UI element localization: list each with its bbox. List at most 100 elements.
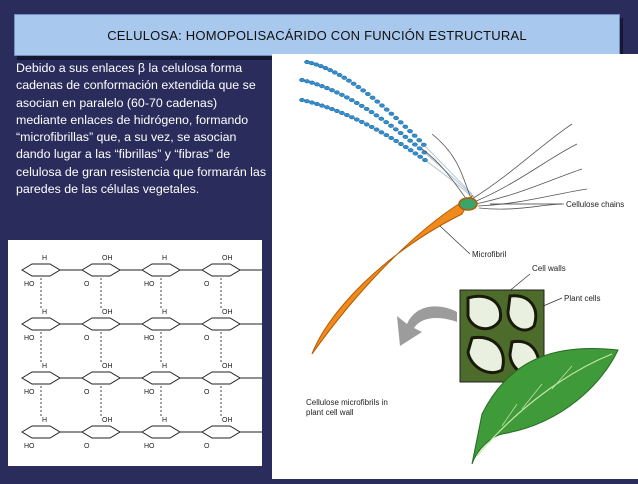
leaf-graphic: [471, 348, 619, 465]
chain-bead: [353, 100, 360, 105]
atom-label: OH: [102, 309, 113, 316]
chain-bead: [363, 122, 370, 127]
chain-bead: [412, 151, 419, 156]
glucose-ring: [21, 371, 61, 385]
atom-label: O: [204, 281, 210, 288]
label-cell-walls: Cell walls: [532, 264, 566, 273]
chain-bead: [392, 127, 399, 132]
atom-label: H: [42, 363, 47, 370]
chain-bead: [393, 115, 399, 121]
atom-label: O: [84, 335, 90, 342]
chain-bead: [373, 113, 380, 118]
atom-label: HO: [144, 443, 155, 450]
chain-bead: [314, 82, 320, 87]
chain-bead: [374, 99, 381, 104]
chain-bead: [341, 75, 348, 80]
atom-label: HO: [144, 281, 155, 288]
chain-bead: [299, 77, 305, 83]
chain-bead: [422, 158, 428, 163]
chain-bead: [314, 101, 320, 107]
chain-bead: [379, 103, 385, 108]
chain-bead: [309, 80, 315, 85]
atom-label: O: [204, 443, 210, 450]
glucose-ring: [141, 371, 181, 385]
chain-bead: [369, 95, 376, 100]
chain-bead: [344, 95, 350, 100]
chain-bead: [334, 90, 340, 95]
cellulose-fiber-figure: Cellulose chains Microfibril Cell walls …: [272, 54, 638, 479]
label-microfibrils-in-cell-wall: Cellulose microfibrils in plant cell wal…: [306, 398, 388, 417]
chain-bead: [319, 84, 325, 89]
slide-body-text: Debido a sus enlaces β la celulosa forma…: [16, 61, 267, 197]
atom-label: HO: [144, 389, 155, 396]
glucose-ring: [141, 317, 181, 331]
chain-bead: [339, 92, 345, 97]
chain-bead: [364, 91, 371, 97]
chain-bead: [358, 119, 365, 124]
chain-bead: [383, 120, 390, 125]
glucose-ring: [21, 425, 61, 439]
chain-bead: [324, 86, 330, 91]
cellulose-chains-graphic: [299, 59, 588, 210]
cellulose-fiber-svg: [299, 59, 619, 465]
chain-bead: [368, 110, 375, 115]
label-plant-cells: Plant cells: [564, 294, 601, 303]
glucose-ring: [81, 317, 121, 331]
atom-label: O: [204, 335, 210, 342]
atom-label: HO: [24, 389, 35, 396]
chain-bead: [373, 127, 380, 132]
chain-bead: [363, 106, 370, 111]
chain-bead: [417, 154, 424, 159]
atom-label: H: [162, 255, 167, 262]
atom-label: O: [84, 281, 90, 288]
chain-bead: [412, 142, 418, 147]
atom-label: HO: [144, 335, 155, 342]
slide-title: CELULOSA: HOMOPOLISACÁRIDO CON FUNCIÓN E…: [14, 14, 620, 56]
atom-label: H: [162, 309, 167, 316]
atom-label: H: [162, 417, 167, 424]
chain-bead: [304, 99, 310, 104]
atom-label: OH: [222, 417, 233, 424]
glucose-ring: [21, 317, 61, 331]
chain-bead: [398, 141, 404, 147]
microfibril-graphic: [311, 194, 478, 355]
chain-bead: [388, 135, 395, 141]
chain-bead: [378, 130, 385, 135]
chain-bead: [299, 97, 305, 103]
chain-bead: [368, 124, 375, 130]
chain-bead: [353, 117, 360, 122]
chain-bead: [349, 115, 355, 120]
atom-label: HO: [24, 281, 35, 288]
cell-wall-micrograph: [459, 289, 545, 383]
glucose-ring: [141, 425, 181, 439]
atom-label: OH: [222, 255, 233, 262]
chain-bead: [397, 120, 404, 125]
chain-bead: [309, 100, 315, 105]
glucose-ring: [21, 263, 61, 277]
atom-label: OH: [222, 363, 233, 370]
atom-label: H: [42, 309, 47, 316]
label-cellulose-chains: Cellulose chains: [566, 200, 625, 209]
glucose-ring: [201, 371, 241, 385]
chain-bead: [402, 134, 409, 139]
chain-bead: [393, 138, 399, 144]
chain-bead: [416, 138, 423, 143]
atom-label: OH: [102, 255, 113, 262]
chain-bead: [327, 68, 334, 73]
atom-label: O: [204, 389, 210, 396]
chain-bead: [331, 70, 338, 75]
chain-bead: [355, 84, 362, 90]
glucose-ring: [81, 371, 121, 385]
chain-bead: [411, 133, 418, 138]
chain-bead: [346, 78, 352, 83]
chain-bead: [397, 131, 404, 136]
chain-bead: [339, 110, 345, 116]
chain-bead: [317, 64, 324, 69]
atom-label: OH: [102, 417, 113, 424]
chain-bead: [416, 146, 423, 151]
chain-bead: [420, 142, 427, 147]
chain-bead: [383, 107, 390, 112]
chain-bead: [344, 113, 350, 118]
